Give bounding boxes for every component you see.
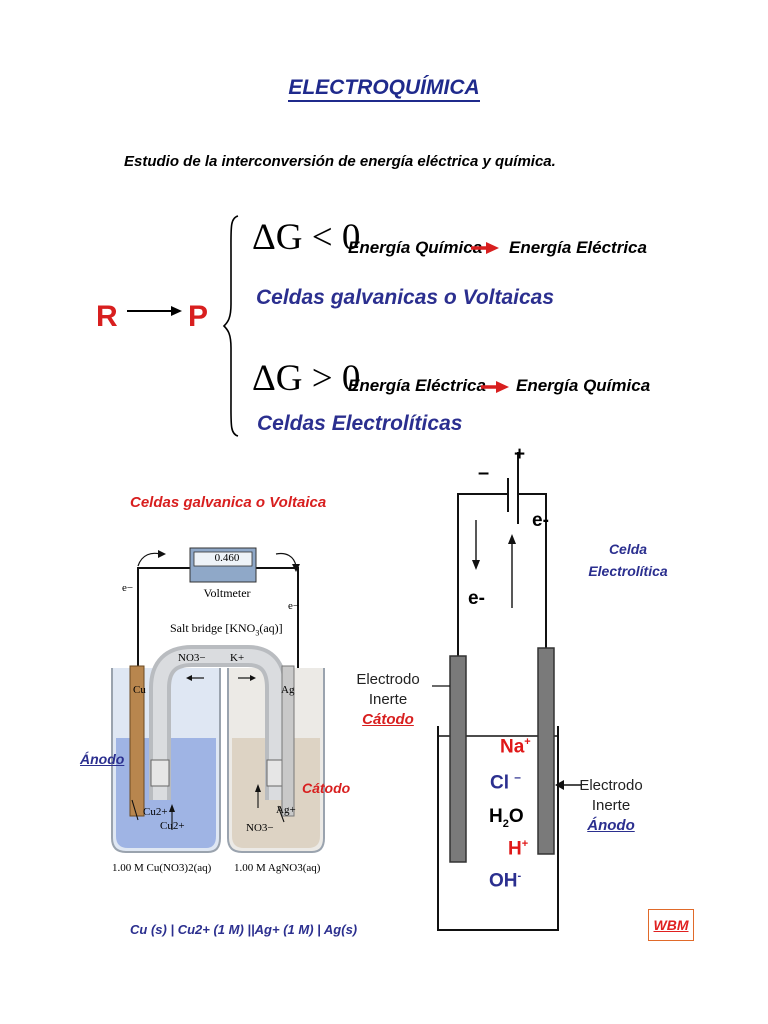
- right-electrode-line1: Electrodo: [579, 777, 643, 794]
- ion-hydrogen: H+: [508, 838, 529, 860]
- ion-hydroxide: OH-: [489, 870, 522, 892]
- copper-ion-label-1: Cu2+: [143, 806, 168, 818]
- voltmeter-display: [193, 551, 253, 567]
- galvanic-heading: Celdas galvanica o Voltaica: [130, 494, 327, 511]
- electron-label-top: e-: [532, 510, 549, 531]
- case1-from: Energía Química: [348, 238, 483, 257]
- electrolytic-cell-diagram: [432, 452, 559, 931]
- case1-to: Energía Eléctrica: [509, 238, 647, 257]
- left-solution-label: 1.00 M Cu(NO3)2(aq): [112, 862, 212, 874]
- left-inert-electrode: [449, 655, 467, 863]
- galvanic-cell-illustration: [111, 547, 325, 853]
- right-solution-label: 1.00 M AgNO3(aq): [234, 862, 321, 874]
- delta-g-positive: ΔG > 0: [252, 358, 361, 399]
- left-electrode-label: Electrodo Inerte Cátodo: [352, 670, 424, 730]
- bridge-cation-label: K+: [230, 652, 245, 664]
- voltmeter-label: Voltmeter: [203, 586, 251, 600]
- silver-ion-label: Ag+: [276, 804, 296, 816]
- electrolytic-heading-line2: Electrolítica: [588, 563, 668, 579]
- product-label: P: [188, 300, 209, 333]
- reaction-arrow: [127, 306, 182, 316]
- bridge-anion-label: NO3−: [178, 652, 206, 664]
- right-electrode-role: Ánodo: [587, 817, 635, 834]
- delta-g-negative: ΔG < 0: [252, 217, 361, 258]
- battery-minus-sign: –: [478, 462, 490, 484]
- electrolytic-cells-label: Celdas Electrolíticas: [257, 412, 463, 435]
- case2-red-arrow: [481, 381, 509, 393]
- right-inert-electrode: [537, 647, 555, 855]
- electron-label-left: e-: [468, 588, 485, 609]
- ion-chloride: Cl –: [490, 770, 521, 794]
- electron-label-left: e−: [122, 582, 134, 594]
- case2-from: Energía Eléctrica: [348, 376, 486, 395]
- signature-badge: WBM: [648, 909, 694, 941]
- silver-electrode: [281, 665, 295, 817]
- page-title: ELECTROQUÍMICA: [0, 76, 768, 102]
- cell-notation: Cu (s) | Cu2+ (1 M) ||Ag+ (1 M) | Ag(s): [130, 922, 358, 937]
- anode-label: Ánodo: [80, 751, 125, 767]
- ion-sodium: Na+: [500, 736, 531, 758]
- copper-ion-label-2: Cu2+: [160, 820, 185, 832]
- salt-bridge-label: Salt bridge [KNO3(aq)]: [170, 621, 283, 638]
- left-electrode-role: Cátodo: [362, 711, 414, 728]
- electrolytic-heading-line1: Celda: [608, 541, 648, 557]
- ion-water: H2O: [489, 806, 524, 830]
- cathode-label: Cátodo: [302, 780, 351, 796]
- nitrate-ion-label: NO3−: [246, 822, 274, 834]
- right-electrode-line2: Inerte: [591, 797, 631, 814]
- voltmeter-reading: 0.460: [214, 552, 240, 564]
- electrolytic-heading: Celda Electrolítica: [578, 538, 678, 582]
- left-wire: [457, 493, 508, 656]
- anode-pointer-arrow: [555, 780, 582, 790]
- curly-brace: [222, 215, 239, 437]
- silver-label: Ag: [281, 684, 295, 696]
- electron-label-right: e−: [288, 600, 300, 612]
- reactant-label: R: [96, 300, 118, 333]
- subtitle: Estudio de la interconversión de energía…: [124, 153, 556, 170]
- right-wire: [518, 493, 547, 648]
- galvanic-cells-label: Celdas galvanicas o Voltaicas: [256, 286, 555, 309]
- left-electrode-line2: Inerte: [368, 691, 408, 708]
- left-wire: [137, 567, 190, 668]
- case2-to: Energía Química: [516, 376, 651, 395]
- right-electrode-label: Electrodo Inerte Ánodo: [578, 776, 644, 836]
- battery-plus-sign: +: [514, 444, 526, 465]
- copper-label: Cu: [133, 684, 146, 696]
- case1-red-arrow: [471, 242, 499, 254]
- left-plug: [150, 759, 170, 787]
- electrolytic-container: [437, 726, 559, 931]
- left-electrode-line1: Electrodo: [356, 671, 420, 688]
